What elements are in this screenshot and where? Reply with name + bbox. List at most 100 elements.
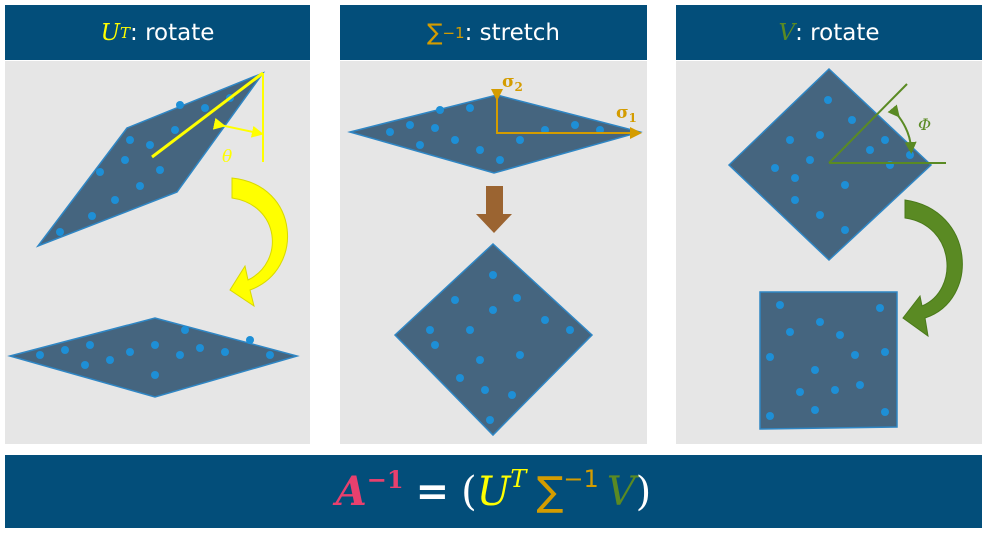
data-point <box>851 351 859 359</box>
data-point <box>516 351 524 359</box>
data-point <box>431 124 439 132</box>
sigma1-sub: 1 <box>629 111 637 125</box>
data-point <box>246 336 254 344</box>
data-point <box>181 326 189 334</box>
data-point <box>841 181 849 189</box>
formula-u-sup: T <box>510 465 527 493</box>
data-point <box>81 361 89 369</box>
data-point <box>176 351 184 359</box>
data-point <box>786 328 794 336</box>
data-point <box>816 318 824 326</box>
data-point <box>436 106 444 114</box>
data-point <box>766 353 774 361</box>
data-point <box>811 366 819 374</box>
data-point <box>791 174 799 182</box>
phi-label: Φ <box>918 115 931 134</box>
data-point <box>466 326 474 334</box>
formula-a: A <box>335 468 367 515</box>
formula-sigma-sup: −1 <box>563 465 599 493</box>
data-point <box>489 306 497 314</box>
rotation-line <box>828 83 908 164</box>
data-point <box>806 156 814 164</box>
data-point <box>176 101 184 109</box>
data-point <box>266 351 274 359</box>
data-point <box>771 164 779 172</box>
formula-sigma: ∑ <box>536 468 564 515</box>
angle-arrow-icon <box>887 104 917 154</box>
flat-rhombus-shape <box>7 317 300 398</box>
formula-u: U <box>476 468 511 515</box>
data-point <box>431 341 439 349</box>
data-point <box>201 104 209 112</box>
data-point <box>831 386 839 394</box>
data-point <box>151 341 159 349</box>
data-point <box>126 348 134 356</box>
data-point <box>571 121 579 129</box>
ut-sup: T <box>120 23 131 42</box>
data-point <box>811 406 819 414</box>
header-sigma-stretch: ∑−1 : stretch <box>340 5 647 60</box>
data-point <box>451 296 459 304</box>
square-shape <box>759 291 898 430</box>
data-point <box>56 228 64 236</box>
data-point <box>848 116 856 124</box>
data-point <box>61 346 69 354</box>
data-point <box>196 344 204 352</box>
data-point <box>106 356 114 364</box>
data-point <box>541 316 549 324</box>
diamond-shape <box>393 242 594 437</box>
data-point <box>171 126 179 134</box>
data-point <box>856 381 864 389</box>
data-point <box>876 304 884 312</box>
data-point <box>221 348 229 356</box>
data-point <box>476 146 484 154</box>
data-point <box>406 121 414 129</box>
data-point <box>489 271 497 279</box>
data-point <box>88 212 96 220</box>
data-point <box>151 371 159 379</box>
data-point <box>121 156 129 164</box>
data-point <box>156 166 164 174</box>
data-point <box>508 391 516 399</box>
data-point <box>776 301 784 309</box>
data-point <box>513 294 521 302</box>
theta-label: θ <box>222 147 232 167</box>
data-point <box>36 351 44 359</box>
svg-text:σ2: σ2 <box>502 72 523 94</box>
curved-arrow-icon <box>902 199 963 338</box>
diamond-shape <box>727 67 933 262</box>
data-point <box>476 356 484 364</box>
data-point <box>466 104 474 112</box>
data-point <box>866 146 874 154</box>
formula-open-paren: ( <box>461 468 477 515</box>
data-point <box>786 136 794 144</box>
sigma1-label: σ <box>616 103 629 123</box>
sigma-symbol: ∑ <box>426 19 443 46</box>
ut-symbol: U <box>100 19 120 46</box>
data-point <box>146 141 154 149</box>
data-point <box>96 168 104 176</box>
data-point <box>386 128 394 136</box>
data-point <box>791 196 799 204</box>
down-arrow-icon <box>476 186 512 233</box>
angle-arrow-icon <box>212 117 264 138</box>
data-point <box>426 326 434 334</box>
data-point <box>881 136 889 144</box>
data-point <box>136 182 144 190</box>
data-point <box>906 151 914 159</box>
data-point <box>451 136 459 144</box>
data-point <box>416 141 424 149</box>
rotation-line <box>151 71 264 159</box>
sigma-sup: −1 <box>442 23 465 42</box>
data-point <box>841 226 849 234</box>
header-v-rotate: V: rotate <box>676 5 982 60</box>
data-point <box>566 326 574 334</box>
data-point <box>836 331 844 339</box>
data-point <box>766 412 774 420</box>
svg-text:σ1: σ1 <box>616 103 637 125</box>
header-label: : stretch <box>464 19 561 46</box>
data-point <box>86 341 94 349</box>
data-point <box>824 96 832 104</box>
sigma2-sub: 2 <box>515 80 523 94</box>
